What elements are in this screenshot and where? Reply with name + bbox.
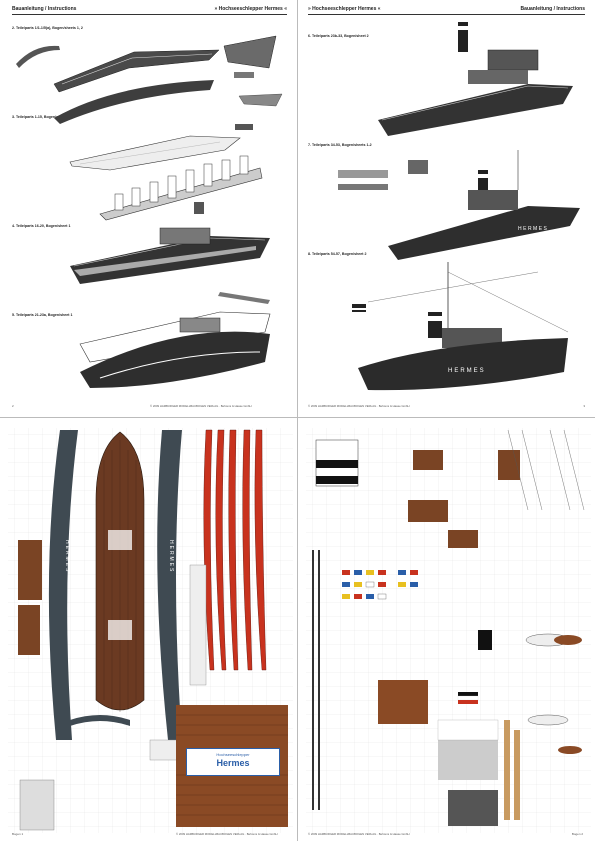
page-number-right: 3 xyxy=(583,404,585,408)
final-model-drawing: HERMES xyxy=(352,262,569,391)
hull-name-text: HERMES xyxy=(448,368,486,374)
fittings-drawing: HERMES xyxy=(338,150,580,260)
hull-plating-drawing xyxy=(79,292,271,388)
sheet2-label: Bogen 2 xyxy=(571,832,583,836)
superstructure-drawing xyxy=(378,22,573,136)
instructions-page-right: » Hochseeschlepper Hermes « Bauanleitung… xyxy=(298,0,595,415)
step-6-heading: 6. Teile/parts 23b-33, Bogen/sheet 2 xyxy=(308,34,369,38)
instructions-page-left: Bauanleitung / Instructions » Hochseesch… xyxy=(0,0,297,415)
step-7-heading: 7. Teile/parts 34-53, Bogen/sheets 1-2 xyxy=(308,143,372,147)
footer-copyright-left: © 2009 HAMBURGER MODELLBAUBOGEN VERLAG ·… xyxy=(150,404,252,408)
header-right-title: » Hochseeschlepper Hermes « xyxy=(214,6,287,12)
small-fittings-left xyxy=(18,540,207,831)
step-4-heading: 4. Teile/parts 16-20, Bogen/sheet 1 xyxy=(12,224,71,228)
step-5-heading: 5. Teile/parts 21-23a, Bogen/sheet 1 xyxy=(12,313,73,317)
hull-name-left: HERMES xyxy=(64,540,70,573)
hull-side-plates: HERMES HERMES xyxy=(48,430,182,740)
parts-sheet-left: HERMES HERMES xyxy=(0,420,297,841)
nameplate-name: Hermes xyxy=(216,758,250,768)
nameplate: Hochseeschlepper Hermes xyxy=(186,748,280,776)
main-deck-part xyxy=(95,431,145,712)
vertical-page-divider xyxy=(297,0,298,841)
keel-parts-drawing xyxy=(16,35,283,124)
sheet1-label: Bogen 1 xyxy=(12,832,24,836)
horizontal-page-divider xyxy=(0,417,595,418)
header-left-title: Bauanleitung / Instructions xyxy=(12,6,77,12)
frames-parts-drawing xyxy=(69,124,263,221)
footer-copyright-right: © 2009 HAMBURGER MODELLBAUBOGEN VERLAG ·… xyxy=(308,404,410,408)
step-3-heading: 3. Teile/parts 1-15, Bogen/sheets 1, 2 xyxy=(12,115,75,119)
deck-assembly-drawing xyxy=(70,202,270,284)
hull-name-right: HERMES xyxy=(168,540,174,573)
red-bulwark-parts xyxy=(203,429,267,671)
sheet2-footer: © 2009 HAMBURGER MODELLBAUBOGEN VERLAG ·… xyxy=(308,832,410,836)
step-2-heading: 2. Teile/parts 1/1-1/5(a), Bogen/sheets … xyxy=(12,26,83,30)
hull-name-text: HERMES xyxy=(518,226,548,232)
sheet1-footer: © 2009 HAMBURGER MODELLBAUBOGEN VERLAG ·… xyxy=(176,832,278,836)
header-right-title: Bauanleitung / Instructions xyxy=(520,6,585,12)
parts-sheet-right: © 2009 HAMBURGER MODELLBAUBOGEN VERLAG ·… xyxy=(298,420,595,841)
header-rule xyxy=(308,14,585,15)
header-rule xyxy=(12,14,287,15)
header-left-title: » Hochseeschlepper Hermes « xyxy=(308,6,381,12)
step-8-heading: 8. Teile/parts 54-57, Bogen/sheet 2 xyxy=(308,252,367,256)
parts-sheet2-drawings xyxy=(312,429,585,826)
nameplate-title: Hochseeschlepper xyxy=(216,752,250,757)
page-number-left: 2 xyxy=(12,404,14,408)
